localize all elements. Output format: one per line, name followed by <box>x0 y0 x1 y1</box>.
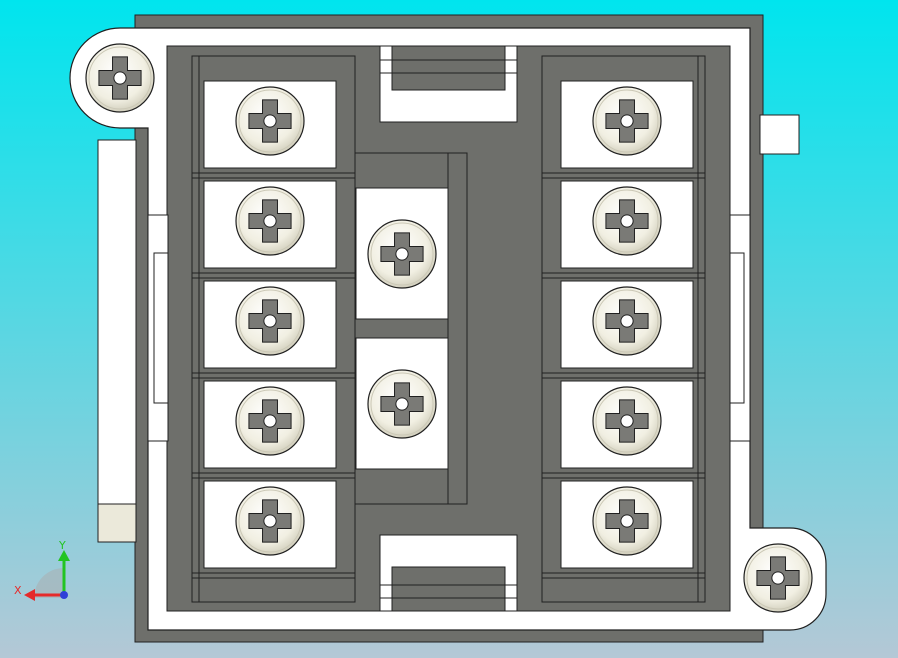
mount-screw-bottom-right <box>743 543 813 613</box>
mount-screw-top-left-center <box>113 71 127 85</box>
y-axis-label: Y <box>58 539 66 552</box>
left-terminal-4-screw-rim <box>238 389 302 453</box>
left-terminal-3-screw-rim <box>238 289 302 353</box>
center-terminal-1-screw-center <box>395 247 409 261</box>
right-terminal-1-screw-center <box>620 114 634 128</box>
center-terminal-2-screw-rim <box>370 372 434 436</box>
center-terminal-1-screw <box>367 219 437 289</box>
right-terminal-2-screw-center <box>620 214 634 228</box>
triad-quadrant <box>34 568 64 598</box>
right-terminal-3-screw-center <box>620 314 634 328</box>
left-terminal-1-screw <box>235 86 305 156</box>
left-terminal-2-screw <box>235 186 305 256</box>
right-terminal-5-screw <box>592 486 662 556</box>
left-terminal-5-screw-center <box>263 514 277 528</box>
mount-screw-bottom-right-center <box>771 571 785 585</box>
triad-origin <box>60 591 68 599</box>
x-axis-arrowhead <box>24 589 35 601</box>
left-frame-slot-inner <box>153 252 169 404</box>
bottom-connector-plug <box>391 566 506 612</box>
center-terminal-2-screw <box>367 369 437 439</box>
x-axis-label: X <box>14 584 22 597</box>
left-terminal-4-screw <box>235 386 305 456</box>
left-terminal-1-screw-rim <box>238 89 302 153</box>
right-terminal-2-screw <box>592 186 662 256</box>
center-terminal-1-screw-rim <box>370 222 434 286</box>
right-terminal-3-screw <box>592 286 662 356</box>
right-terminal-5-screw-rim <box>595 489 659 553</box>
left-terminal-2-screw-rim <box>238 189 302 253</box>
left-terminal-5-screw-rim <box>238 489 302 553</box>
right-terminal-5-screw-center <box>620 514 634 528</box>
right-terminal-2-screw-rim <box>595 189 659 253</box>
right-terminal-1-screw <box>592 86 662 156</box>
top-connector-plug <box>391 45 506 91</box>
right-terminal-4-screw-center <box>620 414 634 428</box>
left-terminal-2-screw-center <box>263 214 277 228</box>
left-terminal-4-screw-center <box>263 414 277 428</box>
axis-triad: Y X <box>14 539 70 601</box>
mount-screw-top-left <box>85 43 155 113</box>
left-side-foot <box>97 503 137 543</box>
right-terminal-4-screw-rim <box>595 389 659 453</box>
right-terminal-4-screw <box>592 386 662 456</box>
mount-screw-top-left-rim <box>88 46 152 110</box>
right-frame-slot-inner <box>729 252 745 404</box>
left-terminal-3-screw-center <box>263 314 277 328</box>
screw-group <box>85 43 813 613</box>
left-terminal-1-screw-center <box>263 114 277 128</box>
center-terminal-2-screw-center <box>395 397 409 411</box>
left-terminal-3-screw <box>235 286 305 356</box>
right-terminal-3-screw-rim <box>595 289 659 353</box>
mount-screw-bottom-right-rim <box>746 546 810 610</box>
left-terminal-5-screw <box>235 486 305 556</box>
left-side-rail <box>97 139 137 505</box>
right-side-tab <box>759 114 800 155</box>
right-terminal-1-screw-rim <box>595 89 659 153</box>
y-axis-arrowhead <box>58 550 70 561</box>
